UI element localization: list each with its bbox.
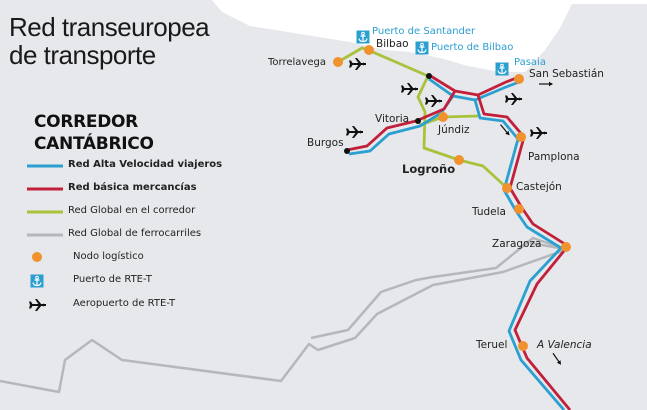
stop-dot-burgos bbox=[344, 148, 350, 154]
city-label-torrelavega: Torrelavega bbox=[268, 57, 326, 68]
node-tudela bbox=[514, 204, 524, 214]
anchor-icon bbox=[414, 40, 430, 56]
city-label-teruel: Teruel bbox=[476, 339, 508, 351]
legend-label-port: Puerto de RTE-T bbox=[73, 274, 152, 285]
port-label-pasaia: Pasaia bbox=[514, 57, 546, 68]
city-label-san-sebastian: San Sebastián bbox=[529, 68, 604, 80]
port-label-santander: Puerto de Santander bbox=[372, 26, 476, 37]
corridor-heading: CORREDOR CANTÁBRICO bbox=[34, 111, 154, 155]
city-label-burgos: Burgos bbox=[307, 137, 344, 149]
legend-label-high-speed: Red Alta Velocidad viajeros bbox=[68, 159, 223, 170]
logistic-nodes bbox=[333, 45, 571, 351]
legend-label-global-rail: Red Global de ferrocarriles bbox=[68, 228, 202, 239]
junction-dot-bilbao bbox=[426, 73, 432, 79]
legend-label-global-corridor: Red Global en el corredor bbox=[68, 205, 196, 216]
node-zaragoza bbox=[561, 242, 571, 252]
title-line-1: Red transeuropea bbox=[9, 12, 210, 42]
corridor-line-2: CANTÁBRICO bbox=[34, 134, 154, 154]
city-label-valencia: A Valencia bbox=[537, 339, 592, 351]
legend-label-airport: Aeropuerto de RTE-T bbox=[73, 298, 176, 309]
freight-lines bbox=[346, 73, 572, 410]
node-pamplona bbox=[516, 132, 526, 142]
page-title: Red transeuropea de transporte bbox=[9, 12, 210, 70]
city-label-bilbao: Bilbao bbox=[376, 38, 409, 50]
city-label-jundiz: Júndiz bbox=[438, 124, 470, 136]
node-torrelavega bbox=[333, 57, 343, 67]
city-label-vitoria: Vitoria bbox=[375, 113, 410, 125]
legend-label-logistic-node: Nodo logístico bbox=[73, 251, 144, 262]
city-label-tudela: Tudela bbox=[472, 206, 506, 218]
node-jundiz bbox=[438, 112, 448, 122]
legend-label-freight: Red básica mercancías bbox=[68, 182, 197, 193]
node-bilbao bbox=[364, 45, 374, 55]
city-label-logrono: Logroño bbox=[402, 162, 456, 176]
port-label-bilbao: Puerto de Bilbao bbox=[431, 42, 514, 53]
node-logrono bbox=[454, 155, 464, 165]
anchor-icon bbox=[494, 61, 510, 77]
node-teruel bbox=[518, 341, 528, 351]
stop-dot-vitoria bbox=[415, 118, 421, 124]
legend-symbols bbox=[27, 164, 63, 312]
anchor-icon bbox=[355, 29, 371, 45]
node-castejon bbox=[502, 183, 512, 193]
title-line-2: de transporte bbox=[9, 40, 156, 70]
node-san-sebastian bbox=[514, 74, 524, 84]
city-label-pamplona: Pamplona bbox=[528, 151, 580, 163]
city-label-castejon: Castejón bbox=[516, 181, 562, 193]
city-label-zaragoza: Zaragoza bbox=[492, 238, 542, 250]
corridor-line-1: CORREDOR bbox=[34, 112, 138, 132]
